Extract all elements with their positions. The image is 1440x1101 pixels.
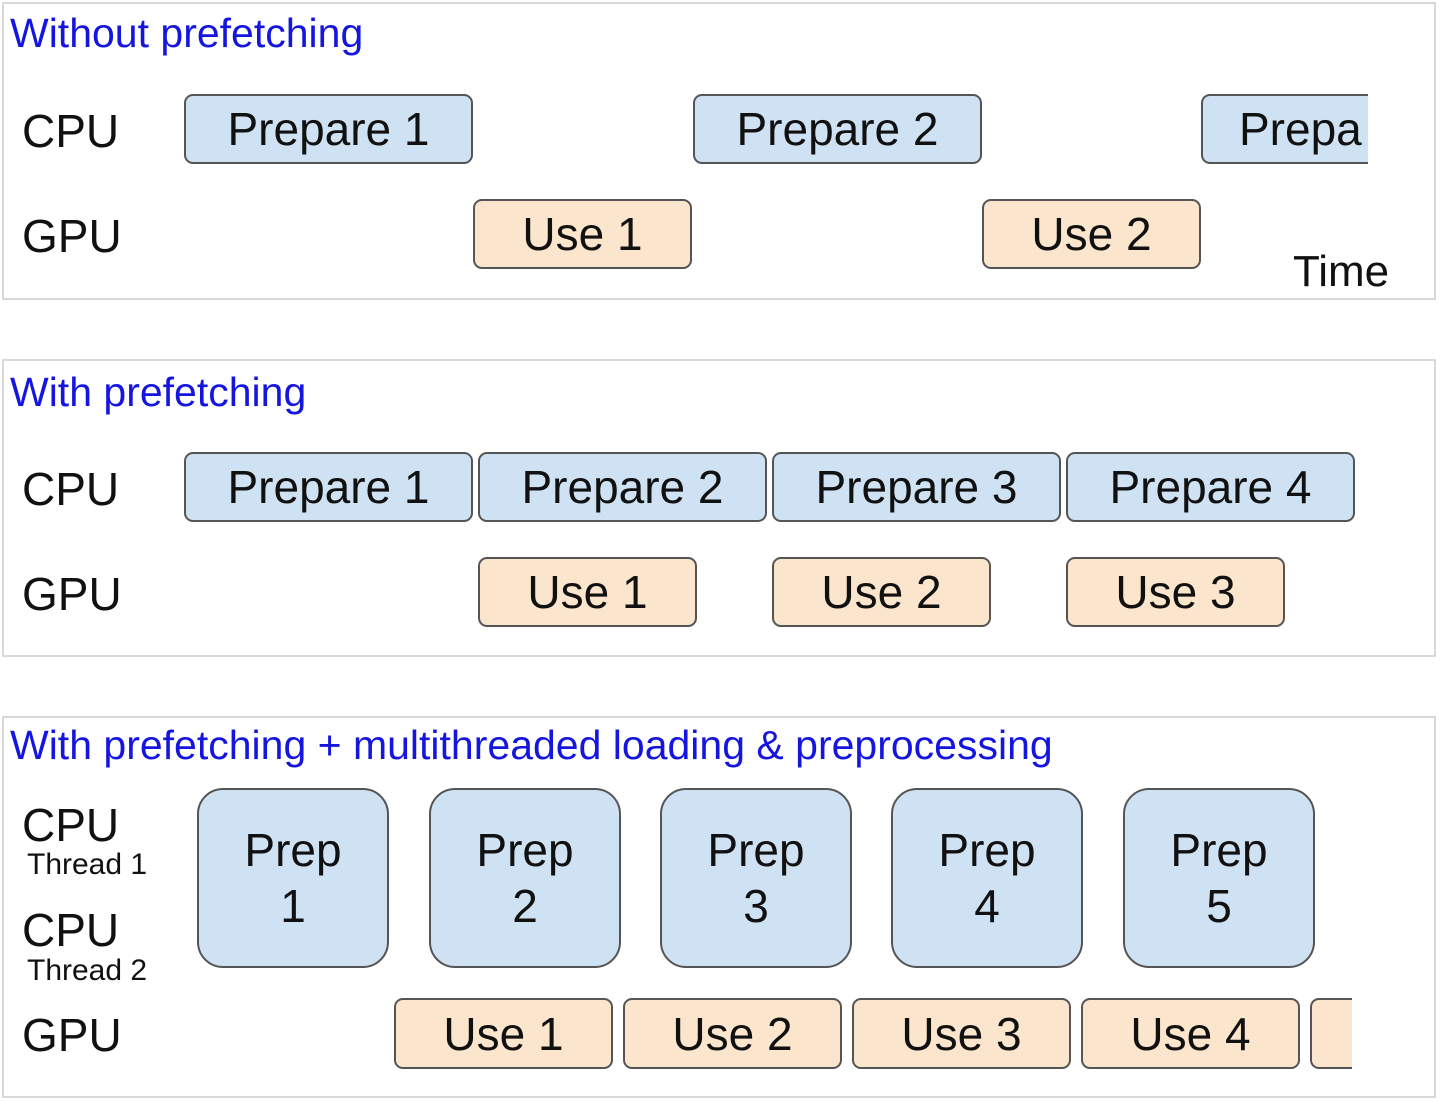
- prepare-block: Prepare 1: [184, 452, 473, 522]
- cpu-lane-label: CPU: [22, 463, 120, 515]
- use-block-truncated: [1310, 998, 1352, 1069]
- prep-block: Prep 4: [891, 788, 1083, 968]
- prep-number: 5: [1206, 880, 1232, 932]
- prepare-block: Prepare 1: [184, 94, 473, 164]
- gpu-lane-label: GPU: [22, 1009, 122, 1061]
- prep-word: Prep: [938, 823, 1036, 876]
- thread2-label: Thread 2: [27, 954, 148, 987]
- use-block: Use 1: [394, 998, 613, 1069]
- prepare-block: Prepare 3: [772, 452, 1061, 522]
- prepare-block-truncated: Prepa: [1201, 94, 1368, 164]
- prep-word: Prep: [707, 823, 805, 876]
- use-block: Use 2: [772, 557, 991, 627]
- prep-block: Prep 2: [429, 788, 621, 968]
- use-block: Use 3: [852, 998, 1071, 1069]
- prepare-block: Prepare 2: [478, 452, 767, 522]
- prep-word: Prep: [1170, 823, 1268, 876]
- prep-word: Prep: [244, 823, 342, 876]
- prep-number: 3: [743, 880, 769, 932]
- prepare-block: Prepare 2: [693, 94, 982, 164]
- prep-block: Prep 1: [197, 788, 389, 968]
- panel-title: With prefetching + multithreaded loading…: [10, 722, 1053, 768]
- prep-block: Prep 3: [660, 788, 852, 968]
- panel-title: Without prefetching: [10, 10, 364, 56]
- gpu-lane-label: GPU: [22, 210, 122, 262]
- prepare-block: Prepare 4: [1066, 452, 1355, 522]
- cpu-thread1-lane-label: CPU: [22, 799, 120, 851]
- use-block: Use 2: [623, 998, 842, 1069]
- use-block: Use 3: [1066, 557, 1285, 627]
- use-block: Use 1: [473, 199, 692, 269]
- time-axis-label: Time: [1293, 247, 1390, 296]
- prep-number: 2: [512, 880, 538, 932]
- use-block: Use 4: [1081, 998, 1300, 1069]
- panel-title: With prefetching: [10, 369, 307, 415]
- use-block: Use 1: [478, 557, 697, 627]
- prep-number: 1: [280, 880, 306, 932]
- prep-number: 4: [974, 880, 1000, 932]
- cpu-lane-label: CPU: [22, 105, 120, 157]
- gpu-lane-label: GPU: [22, 568, 122, 620]
- cpu-thread2-lane-label: CPU: [22, 904, 120, 956]
- use-block: Use 2: [982, 199, 1201, 269]
- prep-block: Prep 5: [1123, 788, 1315, 968]
- prep-word: Prep: [476, 823, 574, 876]
- thread1-label: Thread 1: [27, 848, 148, 881]
